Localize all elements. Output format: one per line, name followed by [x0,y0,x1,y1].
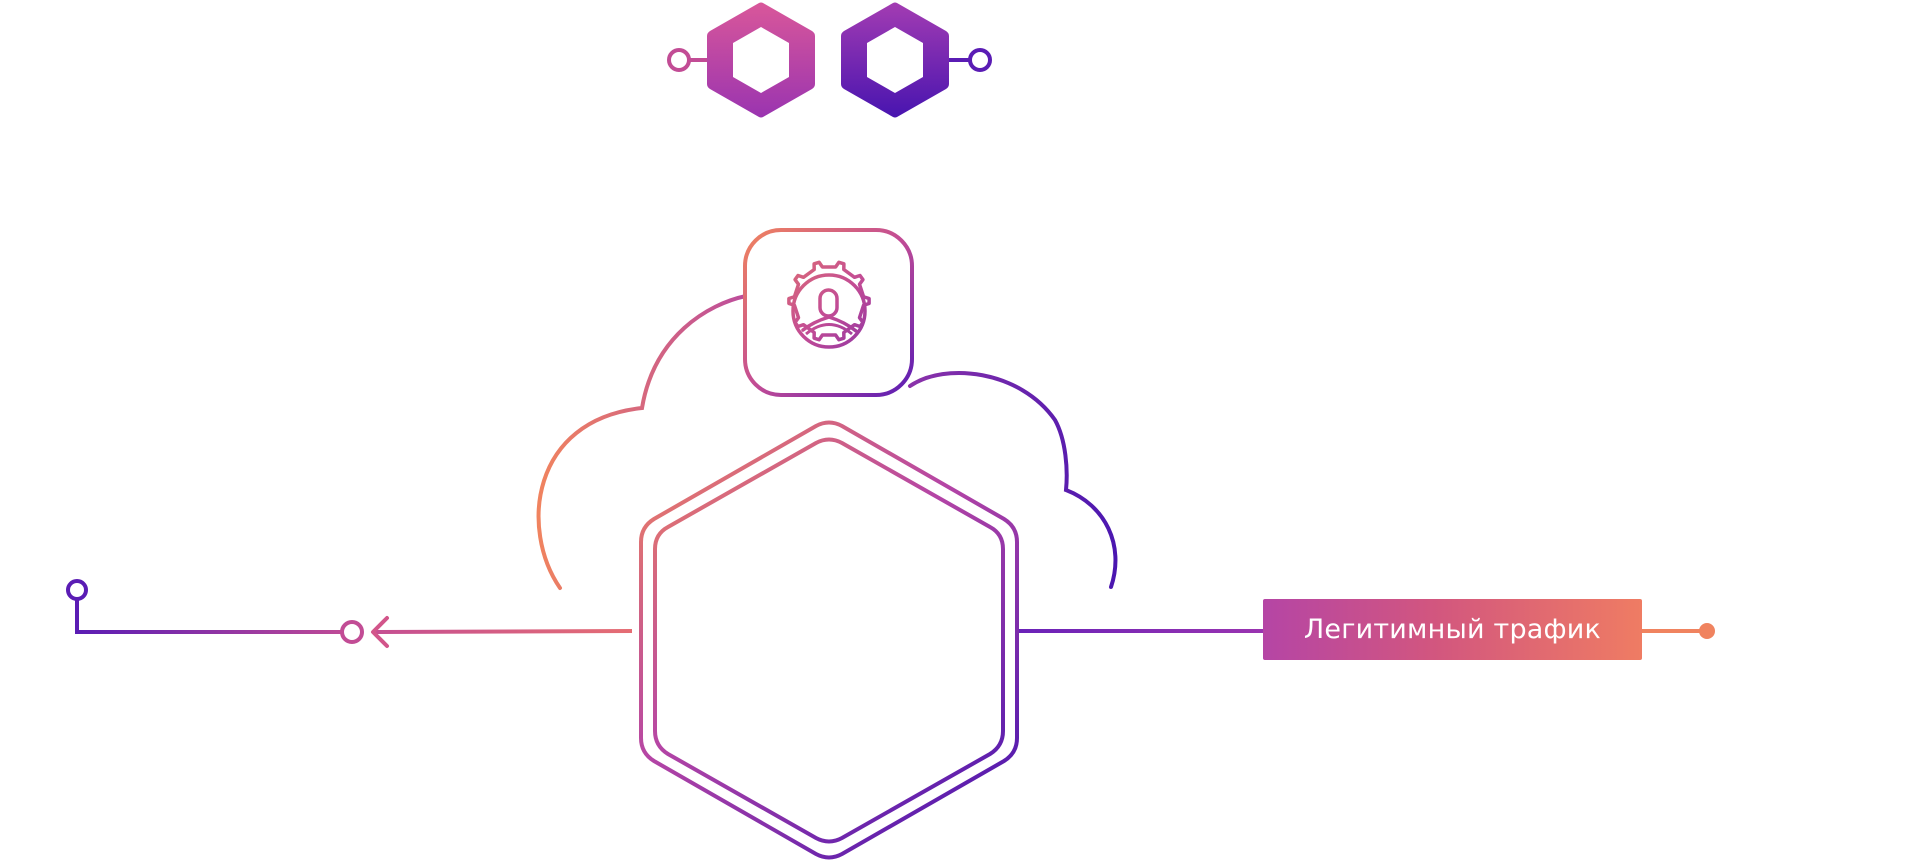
right-connection [1019,623,1715,639]
central-hexagon-outer [639,420,1019,860]
security-badge [743,228,914,397]
connector-line [374,629,633,634]
hexagon-icon [841,2,949,118]
gear-inner-ring [791,273,867,349]
top-module-left [667,2,815,118]
endpoint-dot [1699,623,1715,639]
gear-icon [787,260,871,342]
connector-line [75,599,342,634]
user-body-lower [805,323,853,336]
legit-traffic-label: Легитимный трафик [1263,599,1642,660]
arrow-left-icon [371,616,389,648]
badge-frame [743,228,914,397]
node-dot [340,620,364,644]
connector-dot [667,48,691,72]
endpoint-dot [66,579,88,601]
top-module-right [841,2,992,118]
left-connection [66,579,633,648]
hexagon-icon [707,2,815,118]
central-hexagon-inner [653,437,1005,844]
cloud-outline [536,294,1118,590]
connector-dot [968,48,992,72]
user-body-icon [801,315,858,333]
